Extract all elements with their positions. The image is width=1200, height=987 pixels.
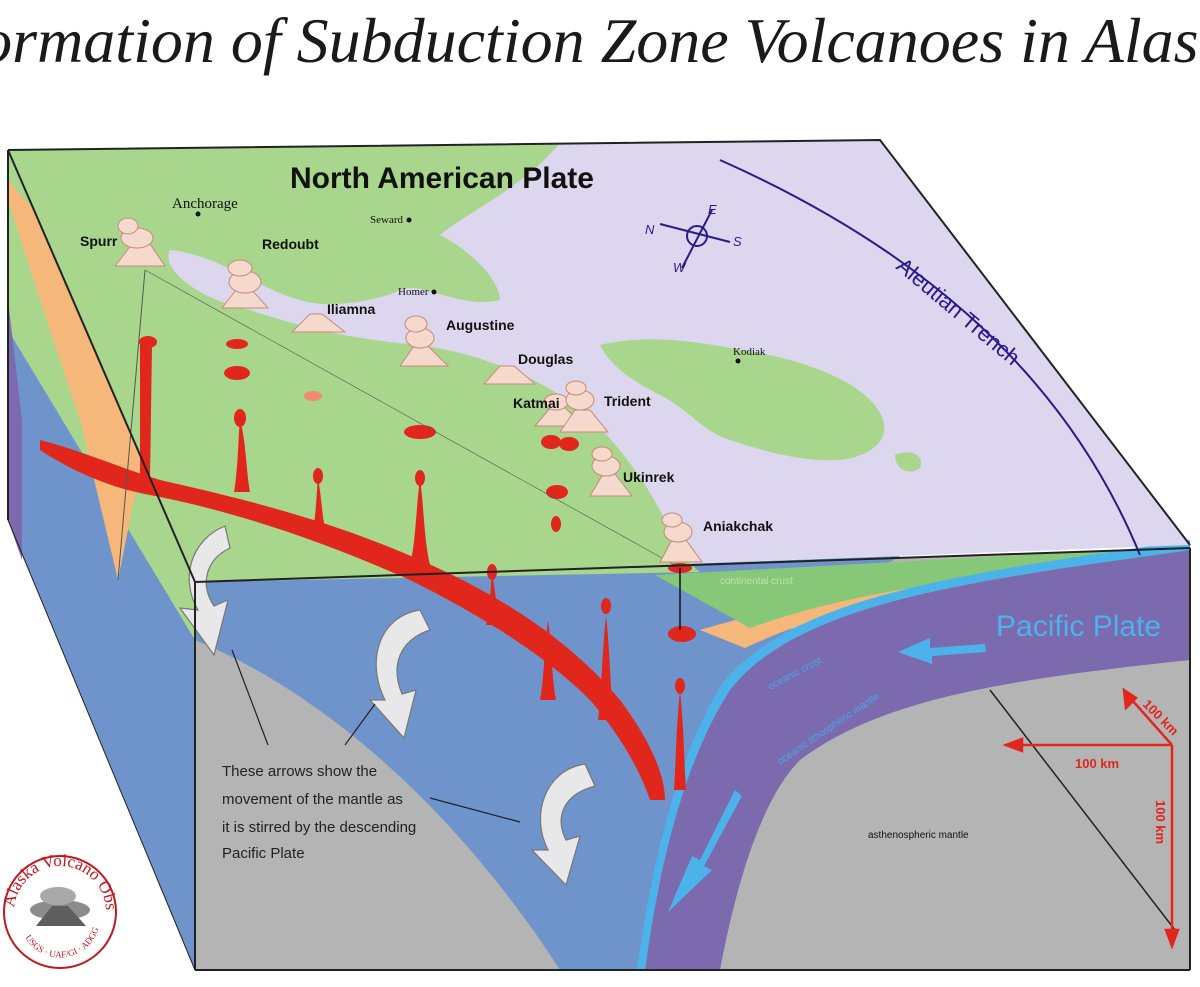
town-label-seward: Seward xyxy=(370,214,403,226)
diagram-title: Formation of Subduction Zone Volcanoes i… xyxy=(0,5,1200,76)
volcano-icon-redoubt xyxy=(220,259,270,309)
scale-label-depth: 100 km xyxy=(1153,800,1168,844)
annotation-leader-2 xyxy=(344,703,376,746)
volcano-label-redoubt: Redoubt xyxy=(262,236,319,252)
magma-drop xyxy=(313,468,323,484)
compass-e: E xyxy=(708,202,717,217)
small-island xyxy=(895,452,921,472)
kenai-peninsula xyxy=(300,187,482,300)
volcano-label-katmai: Katmai xyxy=(513,395,560,411)
volcanic-arc-line xyxy=(144,269,681,569)
magma-pocket xyxy=(304,391,322,401)
compass-s: S xyxy=(733,234,742,249)
volcano-label-aniakchak: Aniakchak xyxy=(703,518,773,534)
magma-conduit-3 xyxy=(312,478,326,532)
town-dot-homer xyxy=(431,289,437,295)
town-label-homer: Homer xyxy=(398,286,429,298)
subduction-direction-arrow xyxy=(668,790,742,912)
magma-conduit-4 xyxy=(410,478,430,565)
volcano-label-augustine: Augustine xyxy=(446,317,515,333)
magma-pocket xyxy=(224,366,250,380)
volcano-icon-iliamna xyxy=(290,313,347,333)
north-american-plate-label: North American Plate xyxy=(290,162,594,195)
magma-pocket xyxy=(139,336,157,348)
mantle-flow-arrows xyxy=(178,525,596,887)
magma-conduit-7 xyxy=(598,616,614,720)
volcano-icon-ukinrek xyxy=(589,446,634,497)
magma-pocket xyxy=(559,437,579,451)
magma-conduit-8 xyxy=(674,690,686,790)
pacific-slab-front xyxy=(645,550,1190,970)
magma-drop xyxy=(675,678,685,694)
town-dot-anchorage xyxy=(195,211,201,217)
volcano-icon-douglas xyxy=(482,365,537,385)
top-face: Aleutian Trench North American Plate N E… xyxy=(7,138,1191,582)
magma-pocket xyxy=(541,435,561,449)
continental-crust-label: continental crust xyxy=(720,576,793,587)
magma-drop xyxy=(601,598,611,614)
conduit-line-spurr xyxy=(117,269,146,581)
town-dot-seward xyxy=(406,217,412,223)
aleutian-trench-line xyxy=(719,159,1141,556)
magma-chamber xyxy=(668,626,696,642)
annotation-line-4: Pacific Plate xyxy=(222,845,305,862)
pacific-plate-arrow xyxy=(898,638,986,664)
mantle-flow-arrow-3 xyxy=(530,763,596,887)
volcano-plumes xyxy=(113,217,703,563)
annotation-line-3: it is stirred by the descending xyxy=(222,819,416,836)
volcano-label-douglas: Douglas xyxy=(518,351,573,367)
scale-label-east: 100 km xyxy=(1075,756,1119,771)
town-label-kodiak: Kodiak xyxy=(733,346,766,358)
compass-n: N xyxy=(645,222,655,237)
mantle-flow-arrow-2 xyxy=(368,609,431,740)
compass-w: W xyxy=(673,260,687,275)
magma-pocket xyxy=(546,485,568,499)
magma-drop xyxy=(234,409,246,427)
magma-conduit-2 xyxy=(234,420,250,492)
pacific-plate-label: Pacific Plate xyxy=(996,610,1161,643)
asthenospheric-mantle-label: asthenospheric mantle xyxy=(868,830,969,841)
magma-pocket xyxy=(226,339,248,349)
kodiak-island xyxy=(600,339,885,461)
volcano-label-trident: Trident xyxy=(604,393,651,409)
front-face: continental crust oceanic crust oceanic … xyxy=(195,540,1190,970)
magma-drop xyxy=(415,470,425,486)
scale-bars xyxy=(1002,687,1180,950)
town-dot-kodiak xyxy=(735,358,741,364)
magma-conduit-6 xyxy=(540,620,556,700)
block-outline xyxy=(7,149,1191,971)
mainland-alaska xyxy=(8,143,700,582)
annotation-line-2: movement of the mantle as xyxy=(222,791,403,808)
mantle-wedge-front xyxy=(195,556,900,970)
magma-pocket xyxy=(404,425,436,439)
annotation-leader-3 xyxy=(429,797,521,823)
magma-conduit-5 xyxy=(486,574,500,625)
volcano-icon-trident xyxy=(559,380,610,433)
magma-drop xyxy=(551,516,561,532)
volcano-icon-aniakchak xyxy=(659,512,703,563)
volcano-icon-spurr xyxy=(113,217,166,267)
volcano-label-spurr: Spurr xyxy=(80,233,118,249)
annotation-leader-1 xyxy=(231,649,269,746)
top-edge xyxy=(7,138,1191,546)
mantle-annotation: These arrows show the movement of the ma… xyxy=(222,763,416,862)
magma-ribbon xyxy=(40,440,665,800)
town-label-anchorage: Anchorage xyxy=(172,196,238,212)
compass-rose: N E S W xyxy=(645,202,742,275)
oceanic-crust-front xyxy=(637,540,1190,970)
magma-network xyxy=(40,336,696,800)
mantle-flow-arrow-1 xyxy=(178,525,231,657)
left-face-slab xyxy=(8,300,22,560)
volcano-label-ukinrek: Ukinrek xyxy=(623,469,675,485)
volcano-label-iliamna: Iliamna xyxy=(327,301,375,317)
annotation-line-1: These arrows show the xyxy=(222,763,377,780)
volcano-icon-augustine xyxy=(399,315,450,367)
logo-volcano-icon xyxy=(36,906,86,926)
magma-conduit-1 xyxy=(140,345,152,480)
